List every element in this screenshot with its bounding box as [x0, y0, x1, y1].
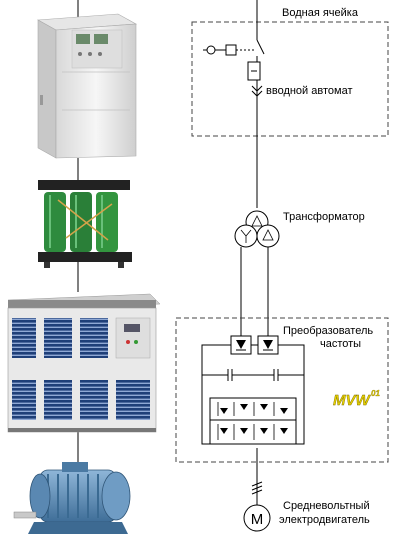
switchgear-cabinet-icon: [36, 13, 138, 159]
dry-type-transformer-icon: [38, 180, 132, 268]
input-breaker-symbol: вводной автомат: [203, 39, 352, 97]
converter-label-line1: Преобразователь: [283, 325, 373, 337]
motor-label-line1: Средневольтный: [283, 500, 370, 512]
motor-symbol: M Средневольтный электродвигатель: [243, 481, 370, 532]
converter-label-line2: частоты: [320, 338, 361, 350]
motor-label-line2: электродвигатель: [279, 514, 370, 526]
electric-motor-icon: [13, 462, 131, 534]
frequency-converter-box: Преобразователь частоты: [175, 317, 389, 463]
mvw-logo: MVW: [333, 392, 372, 409]
input-breaker-label: вводной автомат: [266, 85, 352, 97]
water-cell-label: Водная ячейка: [282, 7, 359, 19]
water-cell-box: Водная ячейка: [191, 4, 389, 137]
motor-symbol-letter: M: [251, 511, 264, 528]
mvw-logo-suffix: 01: [371, 389, 380, 398]
transformer-label: Трансформатор: [283, 211, 365, 223]
converter-cabinet-icon: [7, 293, 161, 433]
transformer-symbol: Трансформатор: [234, 210, 365, 336]
